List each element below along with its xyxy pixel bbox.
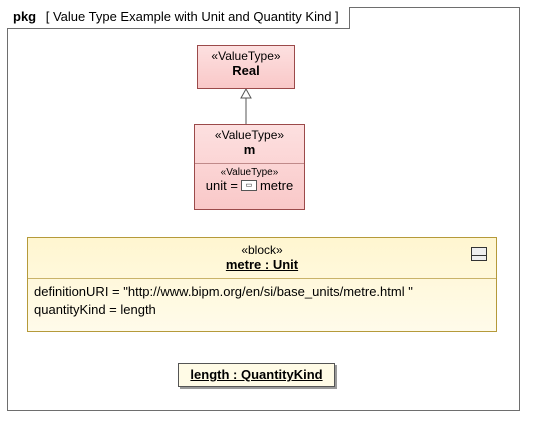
valuetype-name: Real: [232, 63, 260, 78]
valuetype-m[interactable]: «ValueType» m «ValueType» unit = ▭ metre: [194, 124, 305, 210]
block-icon: [471, 247, 487, 261]
stereotype-label: «block»: [241, 243, 283, 257]
block-metre-unit[interactable]: «block» metre : Unit definitionURI = "ht…: [27, 237, 497, 332]
stereotype-label: «ValueType»: [211, 49, 281, 63]
valuetype-name: m: [243, 142, 256, 157]
property-label: unit =: [205, 178, 238, 193]
valuetype-real[interactable]: «ValueType» Real: [197, 45, 295, 89]
quantity-kind-instance[interactable]: length : QuantityKind: [178, 363, 335, 387]
property-value: metre: [259, 178, 294, 193]
block-name: metre : Unit: [225, 257, 299, 272]
definition-uri-slot: definitionURI = "http://www.bipm.org/en/…: [34, 284, 413, 299]
quantity-kind-slot: quantityKind = length: [34, 302, 156, 317]
slot-compartment: definitionURI = "http://www.bipm.org/en/…: [28, 278, 496, 323]
generalization-arrowhead: [240, 87, 252, 99]
unit-property: unit = ▭ metre: [195, 178, 304, 193]
valuetype-icon: ▭: [240, 180, 257, 191]
frame-title-tab: pkg [ Value Type Example with Unit and Q…: [7, 7, 350, 29]
stereotype-label: «ValueType»: [214, 128, 285, 142]
property-stereotype: «ValueType»: [220, 167, 279, 178]
frame-keyword: pkg: [13, 9, 37, 24]
property-compartment: «ValueType» unit = ▭ metre: [195, 163, 304, 193]
frame-title: [ Value Type Example with Unit and Quant…: [45, 9, 339, 24]
